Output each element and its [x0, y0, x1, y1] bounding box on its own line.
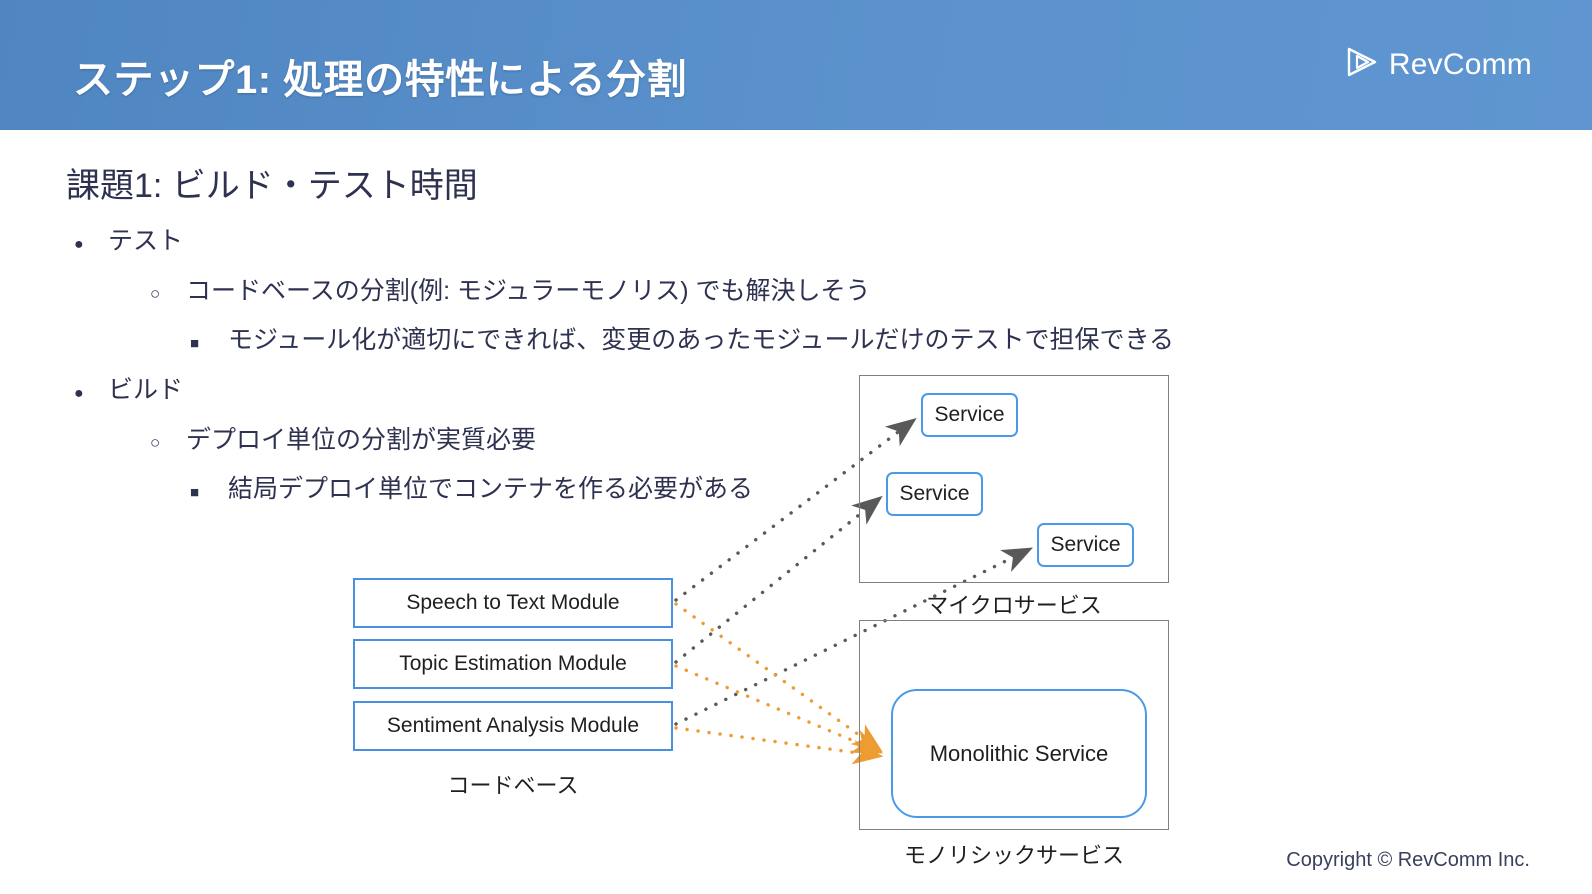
bullet-marker-circle: ○	[150, 284, 161, 303]
brand-logo: RevComm	[1345, 46, 1532, 83]
codebase-label: コードベース	[447, 773, 579, 798]
bullet-list: ● テスト ○ コードベースの分割(例: モジュラーモノリス) でも解決しそう …	[66, 218, 1246, 516]
monolith-caption-label: モノリシックサービス	[903, 843, 1124, 868]
bullet-item: ■ 結局デプロイ単位でコンテナを作る必要がある	[66, 466, 1246, 516]
slide-header: ステップ1: 処理の特性による分割 RevComm	[0, 0, 1592, 130]
bullet-item: ○ デプロイ単位の分割が実質必要	[66, 417, 1246, 466]
section-heading: 課題1: ビルド・テスト時間	[66, 167, 478, 205]
bullet-text: モジュール化が適切にできれば、変更のあったモジュールだけのテストで担保できる	[228, 326, 1175, 354]
brand-name: RevComm	[1388, 47, 1532, 81]
bullet-text: テスト	[108, 227, 184, 255]
monolith-label: Monolithic Service	[929, 740, 1109, 766]
bullet-text: コードベースの分割(例: モジュラーモノリス) でも解決しそう	[186, 277, 871, 305]
service-label: Service	[1050, 533, 1121, 556]
bullet-item: ● テスト	[66, 218, 1246, 268]
monolith-container	[859, 620, 1169, 830]
bullet-marker-circle: ○	[150, 433, 161, 452]
monolithic-service-box[interactable]: Monolithic Service	[891, 689, 1147, 818]
bullet-item: ● ビルド	[66, 367, 1246, 417]
bullet-text: ビルド	[108, 376, 184, 404]
module-label: Speech to Text Module	[406, 591, 620, 614]
copyright-text: Copyright © RevComm Inc.	[1286, 849, 1530, 871]
module-box-topic-estimation[interactable]: Topic Estimation Module	[353, 639, 673, 689]
module-label: Sentiment Analysis Module	[386, 714, 640, 737]
arrow-to-monolith	[674, 602, 884, 765]
module-label: Topic Estimation Module	[399, 652, 627, 675]
bullet-text: デプロイ単位の分割が実質必要	[186, 426, 537, 454]
page-title: ステップ1: 処理の特性による分割	[73, 58, 687, 102]
bullet-marker-square: ■	[190, 335, 200, 352]
module-box-speech-to-text[interactable]: Speech to Text Module	[353, 578, 673, 628]
service-box-2[interactable]: Service	[886, 472, 983, 516]
microservices-container	[859, 375, 1169, 583]
bullet-item: ■ モジュール化が適切にできれば、変更のあったモジュールだけのテストで担保できる	[66, 317, 1246, 367]
service-box-3[interactable]: Service	[1037, 523, 1134, 567]
service-label: Service	[899, 482, 970, 505]
service-box-1[interactable]: Service	[921, 393, 1018, 437]
bullet-marker-square: ■	[190, 484, 200, 501]
bullet-item: ○ コードベースの分割(例: モジュラーモノリス) でも解決しそう	[66, 268, 1246, 317]
bullet-marker-disc: ●	[74, 236, 84, 253]
bullet-marker-disc: ●	[74, 385, 84, 402]
service-label: Service	[934, 403, 1005, 426]
bullet-text: 結局デプロイ単位でコンテナを作る必要がある	[228, 475, 754, 503]
module-box-sentiment-analysis[interactable]: Sentiment Analysis Module	[353, 701, 673, 751]
microservices-label: マイクロサービス	[926, 593, 1102, 618]
play-triangle-logo-icon	[1345, 46, 1379, 83]
